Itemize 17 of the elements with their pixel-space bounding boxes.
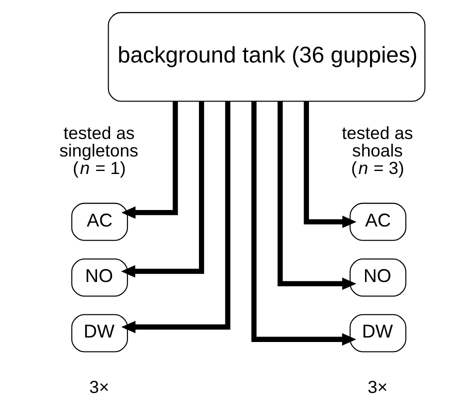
arrow — [120, 101, 204, 278]
arrow — [120, 102, 178, 219]
node-box: DW — [349, 314, 406, 352]
node-box: DW — [70, 314, 128, 352]
node-box: NO — [349, 258, 406, 297]
arrow — [120, 102, 230, 334]
node-box: AC — [349, 202, 406, 241]
label: 3× — [367, 377, 388, 398]
label: tested as shoals (n = 3) — [341, 122, 412, 178]
arrow — [303, 102, 356, 228]
node-box: AC — [70, 202, 128, 241]
label: 3× — [88, 377, 109, 398]
node-box: background tank (36 guppies) — [107, 12, 425, 102]
label: tested as singletons (n = 1) — [58, 122, 138, 178]
arrow — [277, 101, 356, 290]
arrow — [250, 101, 356, 346]
node-box: NO — [70, 258, 128, 297]
